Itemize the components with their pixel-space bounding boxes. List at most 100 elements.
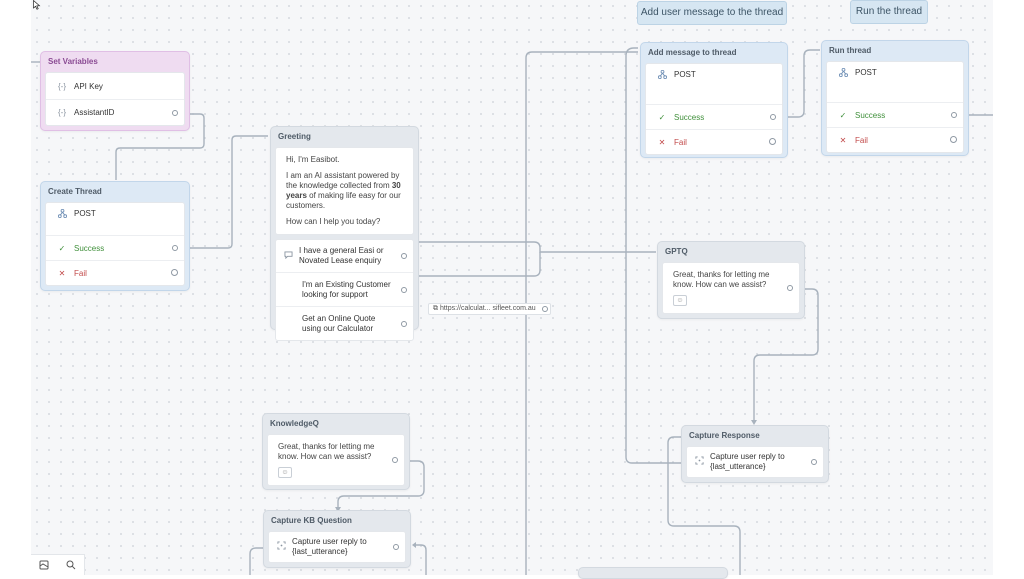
success-path[interactable]: ✓ Success [827, 102, 963, 127]
greeting-node[interactable]: Greeting Hi, I'm Easibot. I am an AI ass… [270, 126, 419, 341]
output-port[interactable] [401, 286, 407, 293]
capture-row[interactable]: Capture user reply to {last_utterance} [687, 447, 823, 477]
url-link-chip[interactable]: ⧉ https://calculat... sifleet.com.au [428, 303, 551, 315]
success-path[interactable]: ✓ Success [46, 235, 184, 260]
add-port[interactable] [769, 138, 776, 145]
wire-gptq-capture [753, 288, 819, 420]
partial-node[interactable] [578, 567, 728, 579]
mouse-cursor-icon [33, 0, 41, 10]
node-body: POST ✓ Success ✕ Fail [45, 202, 185, 286]
message-text: Great, thanks for letting me know. How c… [673, 270, 770, 289]
wire-capturekb-right [416, 544, 427, 575]
message-attachment-icon[interactable]: ☺ [278, 467, 292, 478]
fail-label: Fail [674, 137, 687, 147]
output-port[interactable] [401, 320, 407, 327]
create-thread-node[interactable]: Create Thread POST ✓ Success ✕ Fail [40, 181, 190, 291]
greeting-line: I am an AI assistant powered by the know… [286, 171, 401, 210]
add-port[interactable] [171, 269, 178, 276]
api-method-row[interactable]: POST [46, 203, 184, 235]
output-port[interactable] [393, 544, 399, 550]
gptq-node[interactable]: GPTQ Great, thanks for letting me know. … [657, 241, 805, 319]
label-add-user-message[interactable]: Add user message to the thread [637, 1, 787, 25]
node-title: Add message to thread [648, 48, 737, 57]
choice-online-quote[interactable]: Get an Online Quote using our Calculator [276, 306, 413, 340]
minimap-icon[interactable] [37, 558, 51, 572]
capture-kb-node[interactable]: Capture KB Question Capture user reply t… [263, 510, 411, 568]
api-method: POST [855, 68, 877, 77]
greeting-message[interactable]: Hi, I'm Easibot. I am an AI assistant po… [275, 147, 414, 235]
fail-path[interactable]: ✕ Fail [46, 260, 184, 285]
wire-greeting-gptq-2 [410, 252, 541, 277]
add-message-node[interactable]: Add message to thread POST ✓ Success ✕ F… [640, 42, 788, 158]
choice-general-enquiry[interactable]: I have a general Easi or Novated Lease e… [276, 240, 413, 272]
output-port[interactable] [787, 285, 793, 291]
api-method: POST [674, 70, 696, 79]
knowledgeq-node[interactable]: KnowledgeQ Great, thanks for letting me … [262, 413, 410, 490]
cross-icon: ✕ [658, 137, 666, 147]
success-path[interactable]: ✓ Success [646, 104, 782, 129]
variable-row-assistant-id[interactable]: {-} AssistantID [46, 99, 184, 125]
output-port[interactable] [172, 245, 178, 251]
check-icon: ✓ [658, 112, 666, 122]
node-title: GPTQ [665, 247, 688, 256]
message-text: Great, thanks for letting me know. How c… [278, 442, 375, 461]
output-port[interactable] [172, 109, 178, 116]
api-icon [837, 67, 849, 79]
output-port[interactable] [541, 306, 548, 312]
wire-greeting-gptq-1 [410, 241, 656, 253]
variable-icon: {-} [57, 108, 66, 117]
fail-path[interactable]: ✕ Fail [827, 127, 963, 152]
wire-trunk-addmsg [525, 51, 638, 575]
run-thread-node[interactable]: Run thread POST ✓ Success ✕ Fail [821, 40, 969, 156]
output-port[interactable] [392, 457, 398, 463]
chat-icon [284, 250, 293, 262]
cross-icon: ✕ [839, 135, 847, 145]
node-title: KnowledgeQ [270, 419, 319, 428]
capture-label: Capture user reply to {last_utterance} [710, 452, 785, 471]
node-title: Capture KB Question [271, 516, 352, 525]
link-icon: ⧉ [433, 305, 440, 312]
node-body: Capture user reply to {last_utterance} [686, 446, 824, 478]
knowledgeq-message[interactable]: Great, thanks for letting me know. How c… [267, 434, 405, 486]
capture-response-node[interactable]: Capture Response Capture user reply to {… [681, 425, 829, 483]
node-body: {-} API Key {-} AssistantID [45, 72, 185, 126]
capture-row[interactable]: Capture user reply to {last_utterance} [269, 532, 405, 562]
node-body: POST ✓ Success ✕ Fail [826, 61, 964, 153]
choice-label: I have a general Easi or Novated Lease e… [299, 246, 384, 265]
greeting-line: Hi, I'm Easibot. [286, 155, 340, 164]
output-port[interactable] [770, 114, 776, 120]
gptq-message[interactable]: Great, thanks for letting me know. How c… [662, 262, 800, 314]
api-method-row[interactable]: POST [827, 62, 963, 102]
cross-icon: ✕ [58, 268, 66, 278]
variable-row-api-key[interactable]: {-} API Key [46, 73, 184, 99]
api-method: POST [74, 209, 96, 218]
capture-icon [695, 456, 704, 468]
node-body: POST ✓ Success ✕ Fail [645, 63, 783, 155]
node-title: Run thread [829, 46, 872, 55]
set-variables-node[interactable]: Set Variables {-} API Key {-} AssistantI… [40, 51, 190, 131]
fail-path[interactable]: ✕ Fail [646, 129, 782, 154]
output-port[interactable] [811, 459, 817, 465]
label-run-thread[interactable]: Run the thread [850, 0, 928, 24]
output-port[interactable] [951, 112, 957, 118]
output-port[interactable] [401, 253, 407, 259]
success-label: Success [855, 110, 886, 120]
capture-label: Capture user reply to {last_utterance} [292, 537, 367, 556]
fail-label: Fail [74, 268, 87, 278]
add-port[interactable] [950, 136, 957, 143]
canvas-toolbar [31, 554, 85, 575]
node-title: Capture Response [689, 431, 760, 440]
choice-existing-customer[interactable]: I'm an Existing Customer looking for sup… [276, 272, 413, 306]
success-label: Success [674, 112, 705, 122]
greeting-line: How can I help you today? [286, 217, 381, 226]
capture-icon [277, 541, 286, 553]
message-attachment-icon[interactable]: ☺ [673, 295, 687, 306]
api-method-row[interactable]: POST [646, 64, 782, 104]
api-icon [656, 69, 668, 81]
check-icon: ✓ [58, 243, 66, 253]
node-title: Set Variables [48, 57, 98, 66]
variable-label: AssistantID [74, 108, 115, 117]
search-icon[interactable] [64, 558, 78, 572]
success-label: Success [74, 243, 105, 253]
